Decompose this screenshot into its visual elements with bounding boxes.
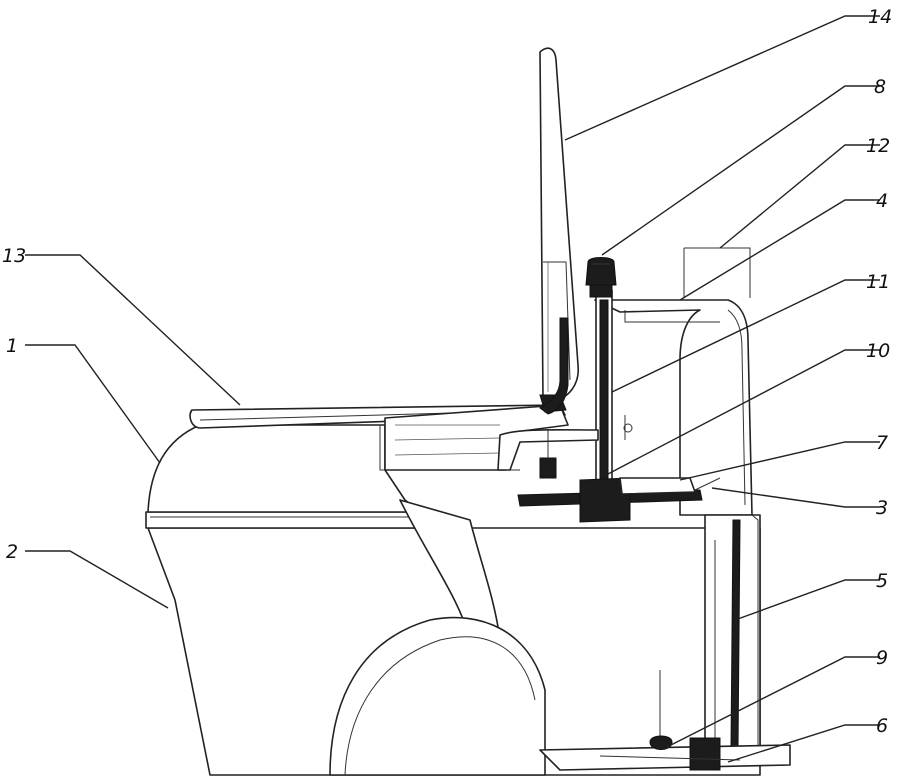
motor-cap bbox=[585, 257, 617, 298]
callout-4: 4 bbox=[876, 190, 888, 212]
callout-labels: 14 8 12 4 11 10 7 3 5 9 6 13 1 2 bbox=[2, 6, 892, 737]
callout-7: 7 bbox=[876, 432, 888, 454]
callout-12: 12 bbox=[866, 135, 890, 157]
valve-assembly bbox=[517, 430, 721, 523]
tank-shell bbox=[594, 247, 753, 516]
callout-8: 8 bbox=[874, 76, 886, 98]
callout-6: 6 bbox=[876, 715, 888, 737]
callout-14: 14 bbox=[868, 6, 892, 28]
callout-13: 13 bbox=[2, 245, 26, 267]
lid bbox=[539, 47, 579, 401]
callout-2: 2 bbox=[6, 541, 18, 563]
callout-5: 5 bbox=[876, 570, 888, 592]
callout-10: 10 bbox=[866, 340, 890, 362]
callout-3: 3 bbox=[876, 497, 888, 519]
discharge-chute bbox=[329, 499, 546, 776]
callout-1: 1 bbox=[6, 335, 18, 357]
agitator bbox=[599, 670, 741, 761]
leader-lines bbox=[25, 15, 880, 763]
rear-riser bbox=[704, 514, 761, 751]
callout-11: 11 bbox=[866, 271, 890, 293]
flush-pipe bbox=[497, 317, 599, 471]
callout-9: 9 bbox=[876, 647, 888, 669]
